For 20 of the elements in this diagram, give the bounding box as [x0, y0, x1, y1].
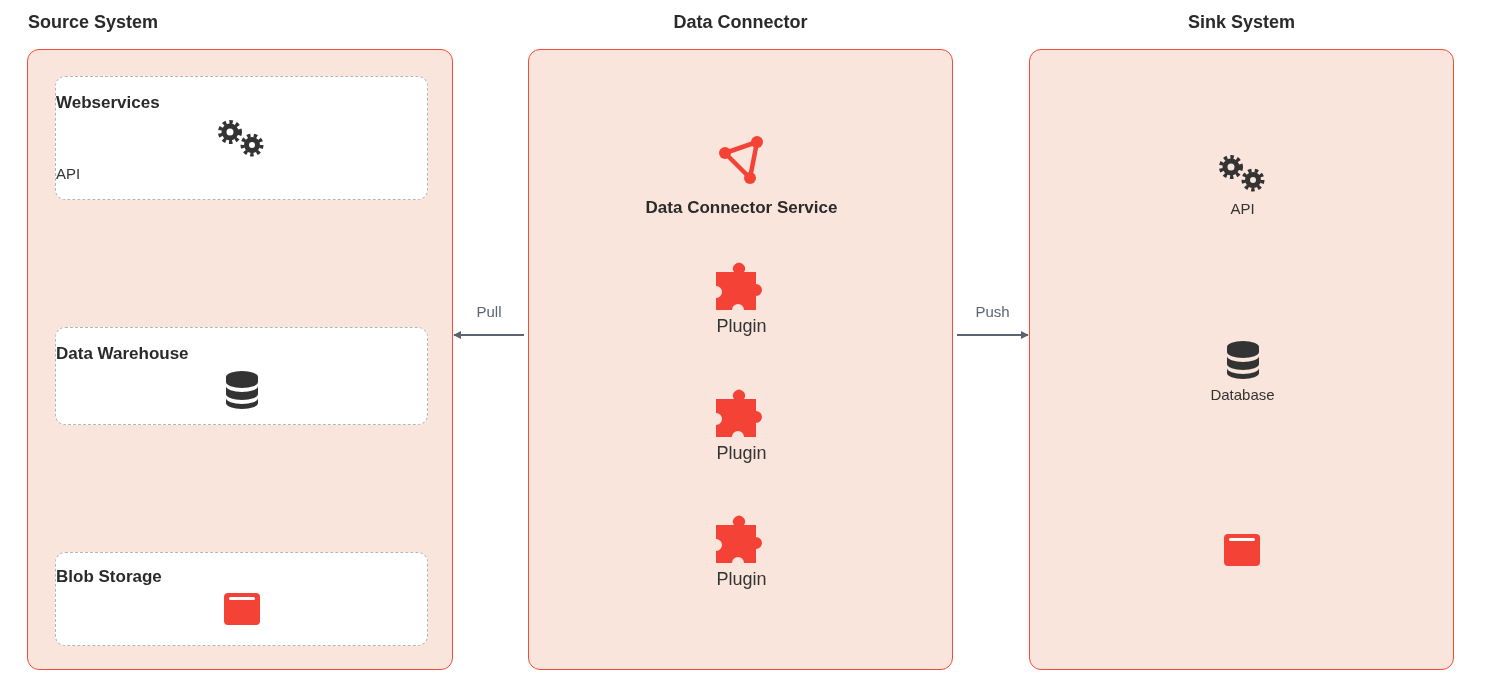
dashed-box [55, 327, 428, 425]
item-label: Plugin [715, 443, 768, 464]
item-label: Plugin [715, 316, 768, 337]
item-label: API [56, 165, 82, 182]
section-heading: Sink System [1187, 12, 1296, 33]
item-title: Data Connector Service [644, 198, 839, 218]
edge-label: Pull [474, 303, 504, 320]
edge-label: Push [973, 303, 1012, 320]
section-heading: Source System [28, 12, 159, 33]
item-label: API [1229, 200, 1256, 217]
dashed-box [55, 76, 428, 200]
section-heading: Data Connector [673, 12, 808, 33]
item-label: Database [1209, 386, 1276, 403]
item-title: Blob Storage [56, 567, 163, 587]
item-label: Plugin [715, 569, 768, 590]
item-title: Data Warehouse [56, 344, 190, 364]
dashed-box [55, 552, 428, 646]
arrow [453, 331, 525, 339]
item-title: Webservices [56, 93, 161, 113]
arrow [956, 331, 1029, 339]
